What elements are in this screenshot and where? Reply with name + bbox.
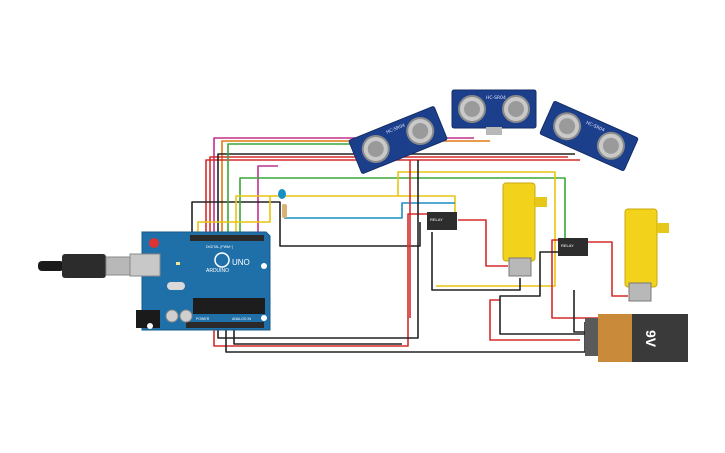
motor-2-body	[628, 282, 652, 302]
motor-2-gearbox	[624, 208, 658, 288]
sensor-1-mesh-left	[367, 140, 384, 157]
sensor-2-mesh-right	[508, 101, 524, 117]
battery-terminals	[585, 318, 599, 356]
wire-red-bat-3[interactable]	[489, 299, 580, 341]
sensor-2-label: HC-SR04	[486, 95, 506, 101]
wire-red-bat-1[interactable]	[551, 239, 598, 319]
relay-2-body	[558, 238, 588, 256]
arduino-power-label: POWER	[196, 317, 210, 321]
usb-cable	[38, 254, 137, 278]
wire-magenta-2[interactable]	[257, 165, 278, 237]
arduino-power-jack	[136, 310, 160, 328]
arduino-reset-button[interactable]	[149, 238, 159, 248]
sensor-3-mesh-right	[602, 137, 619, 154]
arduino-model-label: UNO	[232, 258, 250, 267]
battery-9v[interactable]: 9V	[585, 314, 688, 362]
sensor-1-mesh-right	[412, 123, 429, 140]
arduino-crystal	[167, 282, 185, 290]
wire-red-top-1[interactable]	[205, 159, 580, 237]
motor-1-gearbox	[502, 182, 536, 262]
arduino-analog-label: ANALOG IN	[232, 317, 252, 321]
arduino-power-header	[186, 322, 264, 328]
wire-red-bat-2[interactable]	[588, 241, 628, 297]
battery-body	[632, 314, 688, 362]
wire-black-relay-2[interactable]	[499, 251, 598, 335]
wire-black-bottom-3[interactable]	[233, 330, 402, 345]
wire-red-relay-1[interactable]	[213, 213, 428, 347]
led-component	[278, 189, 286, 199]
wire-black-top-2[interactable]	[191, 201, 421, 247]
arduino-digital-label: DIGITAL (PWM~)	[206, 245, 233, 249]
relay-module-2[interactable]: RELAY	[558, 238, 588, 256]
motor-2-shaft-mount	[657, 223, 669, 233]
relay-2-label: RELAY	[561, 243, 574, 248]
usb-cable-strain-relief	[38, 261, 64, 271]
wire-green-2[interactable]	[227, 143, 402, 237]
resistor-component[interactable]	[278, 189, 287, 218]
sensor-2-mesh-left	[464, 101, 480, 117]
wire-black-top-1[interactable]	[217, 153, 575, 237]
arduino-usb-port	[129, 253, 161, 277]
ultrasonic-sensor-3[interactable]: HC-SR04	[539, 100, 639, 172]
resistor-body	[282, 204, 287, 218]
arduino-capacitor-1	[165, 309, 179, 323]
battery-label: 9V	[643, 330, 659, 348]
wire-black-bottom-1[interactable]	[217, 160, 419, 339]
arduino-led	[176, 262, 180, 265]
motor-1-body	[508, 257, 532, 277]
ultrasonic-sensor-2[interactable]: HC-SR04	[451, 89, 537, 135]
wire-yellow-2[interactable]	[197, 196, 271, 237]
sensor-3-mesh-left	[559, 118, 576, 135]
arduino-mount-hole-1	[261, 263, 267, 269]
dc-motor-2[interactable]	[624, 208, 669, 302]
wire-yellow-3[interactable]	[397, 171, 556, 287]
ultrasonic-sensor-1[interactable]: HC-SR04	[348, 106, 448, 174]
arduino-capacitor-2	[179, 309, 193, 323]
wire-red-top-2[interactable]	[209, 156, 568, 237]
relay-module-1[interactable]: RELAY	[427, 212, 457, 230]
wire-black-bottom-2[interactable]	[225, 322, 586, 353]
sensor-1-board	[348, 106, 448, 174]
relay-1-label: RELAY	[430, 217, 443, 222]
wire-yellow-1[interactable]	[235, 195, 456, 237]
arduino-infinity-logo	[214, 252, 230, 268]
wire-red-relay-2[interactable]	[458, 219, 508, 267]
wires	[191, 137, 628, 353]
wire-blue-1[interactable]	[284, 202, 455, 219]
sensor-2-pins	[486, 127, 502, 135]
usb-plug-body	[62, 254, 106, 278]
motor-1-shaft-mount	[535, 197, 547, 207]
dc-motor-1[interactable]	[502, 182, 547, 277]
arduino-digital-header	[190, 235, 264, 241]
wire-black-relay-1[interactable]	[431, 232, 521, 291]
arduino-mount-hole-3	[147, 323, 153, 329]
relay-1-body	[427, 212, 457, 230]
arduino-mount-hole-2	[261, 315, 267, 321]
arduino-uno-board[interactable]: ARDUINO UNO DIGITAL (PWM~) POWER ANALOG …	[129, 231, 271, 331]
battery-copper-band	[598, 314, 634, 362]
arduino-microcontroller	[193, 298, 265, 314]
arduino-brand-label: ARDUINO	[206, 268, 229, 274]
